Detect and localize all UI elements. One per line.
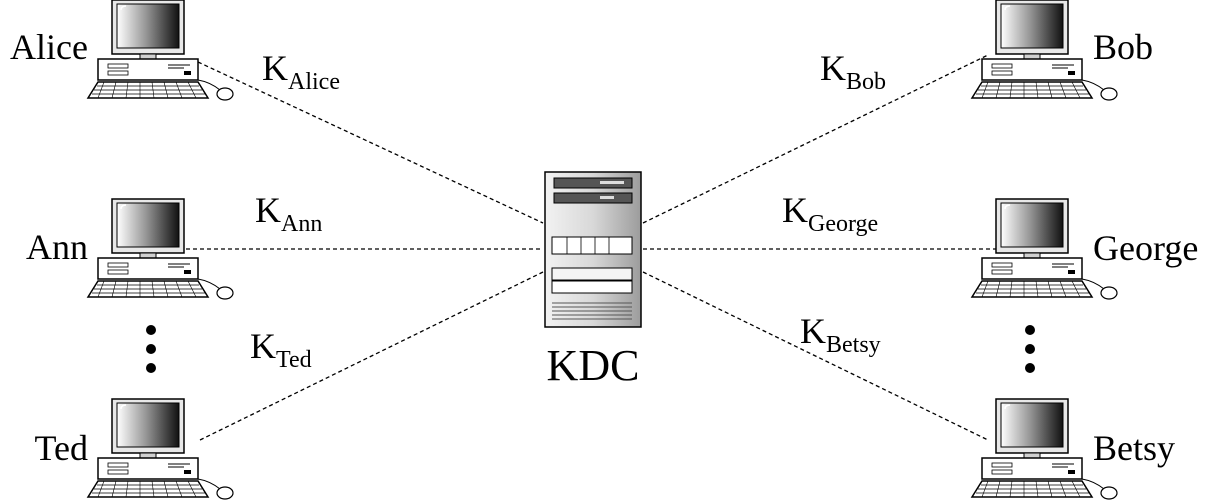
link-ted [199,271,544,441]
key-letter: K [782,190,808,230]
key-label: KGeorge [782,190,878,237]
host-name: Bob [1093,27,1153,67]
key-label: KBob [820,48,886,95]
key-subscript: Bob [846,69,886,95]
host-george: George KGeorge [782,190,1198,300]
host-name: Alice [10,27,88,67]
key-letter: K [250,326,276,366]
right-vertical-ellipsis [1025,325,1035,373]
kdc-label: KDC [547,341,640,390]
host-name: Betsy [1093,428,1175,468]
key-label: KBetsy [800,311,881,358]
key-subscript: Betsy [826,332,881,358]
kdc-server: KDC [544,171,642,390]
host-name: George [1093,228,1198,268]
key-label: KAnn [255,190,322,237]
key-letter: K [800,311,826,351]
desktop-computer-icon [87,0,234,101]
host-alice: Alice KAlice [10,0,340,101]
key-subscript: Alice [288,69,340,95]
key-subscript: George [808,211,878,237]
server-tower-icon [544,171,642,328]
host-name: Ted [35,428,88,468]
key-subscript: Ann [281,211,322,237]
desktop-computer-icon [87,398,234,500]
host-bob: Bob KBob [820,0,1153,101]
key-letter: K [255,190,281,230]
key-letter: K [262,48,288,88]
link-alice [197,61,544,224]
host-name: Ann [26,227,88,267]
left-vertical-ellipsis [146,325,156,373]
connection-lines [186,54,1000,441]
link-bob [642,54,989,224]
key-letter: K [820,48,846,88]
host-betsy: Betsy KBetsy [800,311,1175,500]
key-subscript: Ted [276,347,312,373]
key-label: KAlice [262,48,340,95]
key-label: KTed [250,326,312,373]
desktop-computer-icon [87,198,234,300]
host-ted: Ted KTed [35,326,312,500]
link-betsy [642,271,989,441]
host-ann: Ann KAnn [26,190,322,300]
